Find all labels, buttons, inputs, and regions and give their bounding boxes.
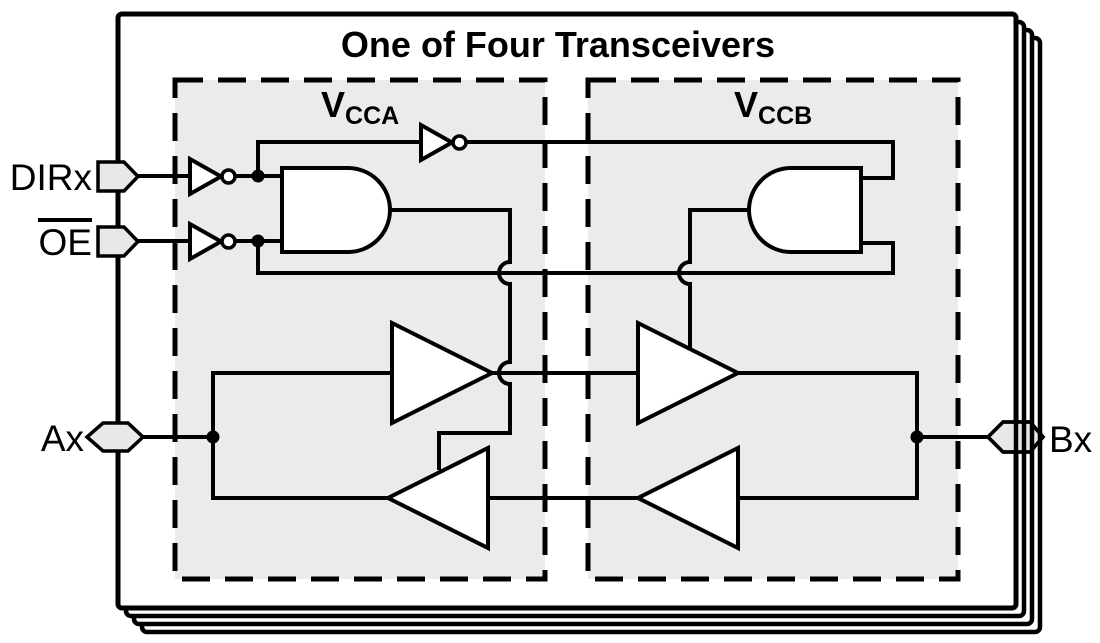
vccb-domain-label: VCCB [734,84,812,130]
ax-pin-label: Ax [41,418,85,459]
b-to-a-buffer-vccb [633,444,740,552]
oe-inverter [188,220,237,263]
oe-inverter-bubble [220,233,237,250]
dirx-inverter [188,155,237,198]
dirx-inverter-triangle [188,155,226,198]
pin-labels: DIRx OE Ax Bx [10,157,1093,460]
oe-inverter-triangle [188,220,226,263]
ax-pin [84,421,146,453]
vccb-label-subscript: CCB [758,102,812,130]
oe-pin-label: OE [39,222,92,263]
ax-to-upper-buffer-wire [211,371,392,437]
oe-pin [96,225,141,258]
dir-reinverter [419,121,468,164]
oe-to-vccb-and-wire [256,241,895,275]
dir-reinverter-triangle [419,121,457,164]
vccb-label-main: V [734,84,758,125]
ax-junction-dot [206,430,220,444]
diagram-title: One of Four Transceivers [341,24,775,65]
junction-dots [206,169,924,444]
bx-junction-dot [910,430,924,444]
ax-to-lower-buffer-wire [211,437,389,500]
vcca-label-main: V [321,84,345,125]
bx-pin-outline [985,420,1046,454]
dirx-junction-dot [251,169,265,183]
b-to-a-buffer-vcca [383,444,490,552]
dirx-branch-to-top-inverter [256,140,421,176]
vcca-and-enable-wire [389,208,512,470]
dirx-inverter-bubble [220,168,237,185]
pins [84,160,1046,454]
a-to-b-buffer-vcca [390,319,497,427]
wires [138,140,989,500]
a-to-b-buffer-vccb [636,319,743,427]
oe-junction-dot [251,234,265,248]
vcca-and-gate [280,166,392,254]
vccb-and-enable-wire [677,208,749,348]
dirx-pin-label: DIRx [10,157,93,198]
vccb-and-gate [747,166,863,254]
bx-pin-label: Bx [1049,419,1093,460]
dir-reinverter-bubble [451,134,468,151]
vcca-label-subscript: CCA [345,102,399,130]
vcca-domain-label: VCCA [321,84,399,130]
dir-to-vccb-and-wire [467,140,895,180]
dirx-pin [96,160,141,193]
gates [188,121,863,552]
